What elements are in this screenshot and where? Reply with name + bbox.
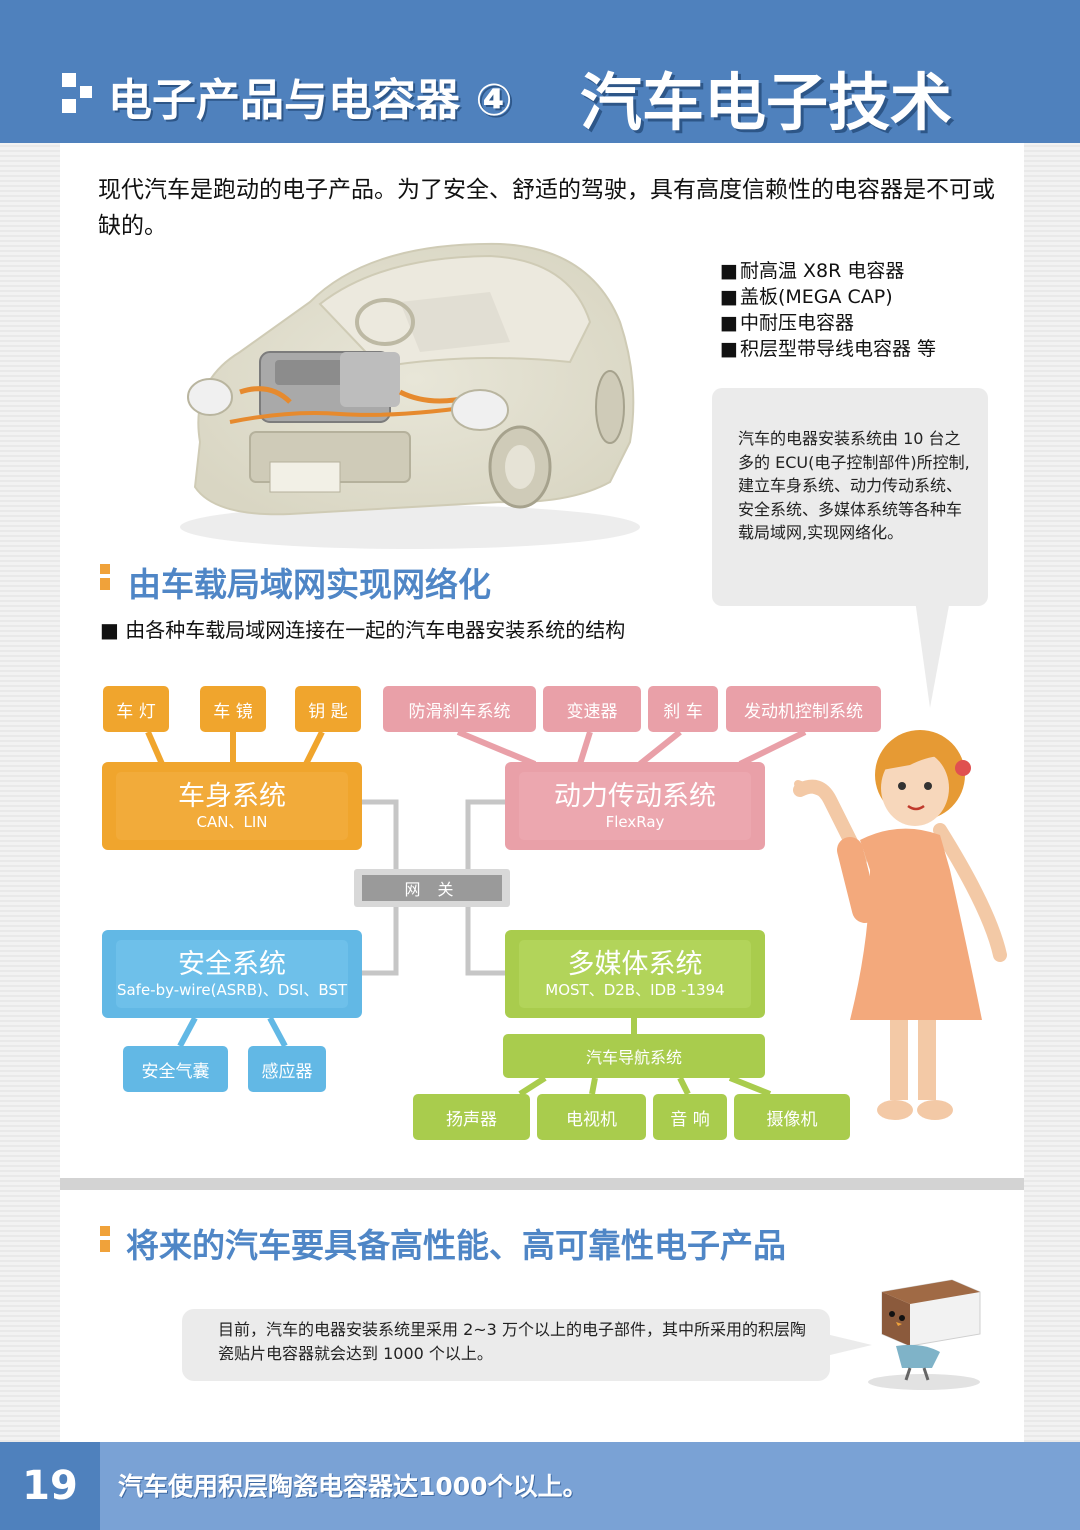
header-square-mark-icon [62, 73, 96, 113]
section-mark-icon [100, 1226, 110, 1256]
multimedia-item-tag: 扬声器 [413, 1094, 530, 1140]
product-item: 中耐压电容器 [720, 310, 1000, 336]
series-title: 电子产品与电容器 ④ [108, 75, 513, 126]
presenter-woman-illustration [793, 730, 1007, 1120]
section-title-network: 由车载局域网实现网络化 [128, 565, 491, 604]
safety-system-box: 安全系统 Safe-by-wire(ASRB)、DSI、BST [102, 930, 362, 1018]
powertrain-item-tag: 防滑刹车系统 [383, 686, 536, 732]
footer-bar [100, 1442, 1080, 1530]
section-divider [60, 1178, 1024, 1190]
multimedia-system-name: 多媒体系统 [567, 949, 703, 980]
speech-bubble-bottom-text: 目前，汽车的电器安装系统里采用 2~3 万个以上的电子部件，其中所采用的积层陶瓷… [218, 1320, 806, 1363]
car-illustration [180, 242, 640, 549]
body-item-tag: 车 灯 [103, 686, 169, 732]
page-header [0, 0, 1080, 143]
page-title: 汽车电子技术 [580, 66, 953, 139]
speech-bubble [712, 388, 988, 606]
safety-item-tag: 安全气囊 [123, 1046, 228, 1092]
powertrain-system-name: 动力传动系统 [554, 781, 716, 812]
safety-system-name: 安全系统 [178, 949, 286, 980]
multimedia-item-tag: 电视机 [537, 1094, 646, 1140]
navigation-system-tag: 汽车导航系统 [503, 1034, 765, 1078]
footer-text: 汽车使用积层陶瓷电容器达1000个以上。 [118, 1472, 588, 1501]
powertrain-item-tag: 刹 车 [648, 686, 718, 732]
safety-system-protocol: Safe-by-wire(ASRB)、DSI、BST [116, 981, 348, 999]
body-system-protocol: CAN、LIN [196, 813, 268, 831]
powertrain-system-box: 动力传动系统 FlexRay [505, 762, 765, 850]
speech-bubble-tail [915, 600, 950, 708]
speech-bubble-text: 汽车的电器安装系统由 10 台之多的 ECU(电子控制部件)所控制,建立车身系统… [738, 429, 970, 542]
body-item-tag: 车 镜 [200, 686, 266, 732]
capacitor-product-list: 耐高温 X8R 电容器 盖板(MEGA CAP) 中耐压电容器 积层型带导线电容… [720, 258, 1000, 362]
section-subtitle: ■ 由各种车载局域网连接在一起的汽车电器安装系统的结构 [100, 618, 626, 642]
page-number: 19 [0, 1442, 100, 1530]
product-item: 耐高温 X8R 电容器 [720, 258, 1000, 284]
powertrain-item-tag: 变速器 [543, 686, 641, 732]
gateway-label: 网 关 [362, 875, 502, 901]
safety-item-tag: 感应器 [248, 1046, 326, 1092]
body-system-name: 车身系统 [178, 781, 286, 812]
intro-text: 现代汽车是跑动的电子产品。为了安全、舒适的驾驶，具有高度信赖性的电容器是不可或缺… [98, 177, 995, 239]
multimedia-item-tag: 音 响 [653, 1094, 727, 1140]
section-title-future: 将来的汽车要具备高性能、高可靠性电子产品 [126, 1226, 786, 1265]
powertrain-item-tag: 发动机控制系统 [726, 686, 881, 732]
section-mark-icon [100, 564, 110, 594]
capacitor-mascot-icon [868, 1279, 981, 1390]
body-item-tag: 钥 匙 [295, 686, 361, 732]
speech-bubble-bottom [182, 1309, 830, 1381]
multimedia-system-box: 多媒体系统 MOST、D2B、IDB -1394 [505, 930, 765, 1018]
multimedia-system-protocol: MOST、D2B、IDB -1394 [545, 981, 725, 999]
gateway-box: 网 关 [354, 869, 510, 907]
body-system-box: 车身系统 CAN、LIN [102, 762, 362, 850]
product-item: 积层型带导线电容器 等 [720, 336, 1000, 362]
speech-bubble-bottom-tail [826, 1334, 872, 1356]
powertrain-system-protocol: FlexRay [605, 813, 665, 831]
multimedia-item-tag: 摄像机 [734, 1094, 850, 1140]
product-item: 盖板(MEGA CAP) [720, 284, 1000, 310]
